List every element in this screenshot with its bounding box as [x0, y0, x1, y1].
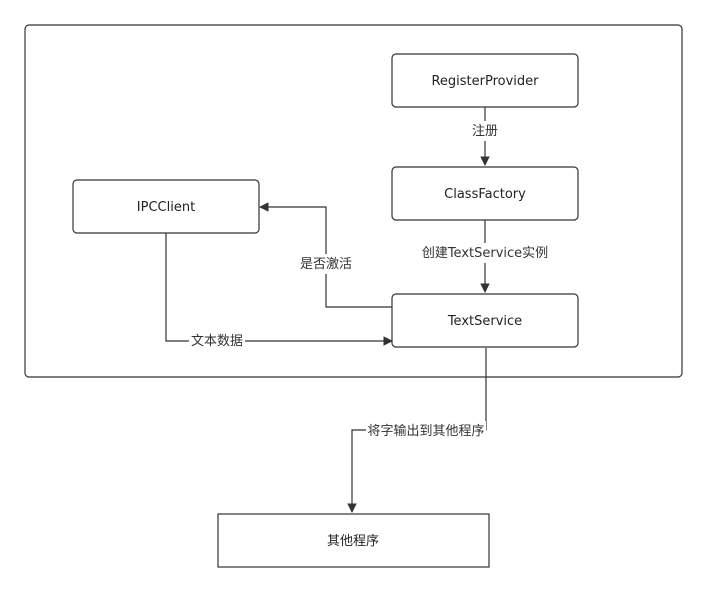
node-ipc-client[interactable]: IPCClient [72, 179, 260, 234]
edge-label-register: 注册 [472, 124, 498, 139]
edge-text-data: 文本数据 [165, 233, 393, 350]
node-text-service[interactable]: TextService [391, 293, 579, 348]
edge-output-chars: 将字输出到其他程序 [347, 348, 487, 513]
system-boundary [24, 24, 683, 378]
node-other-programs[interactable]: 其他程序 [217, 513, 490, 568]
node-class-factory[interactable]: ClassFactory [391, 166, 579, 221]
edge-label-create-instance: 创建TextService实例 [422, 246, 548, 261]
node-label-class-factory: ClassFactory [444, 187, 526, 202]
node-label-text-service: TextService [447, 314, 522, 329]
node-label-register-provider: RegisterProvider [431, 74, 539, 89]
node-label-other-programs: 其他程序 [327, 534, 379, 549]
edge-is-activated: 是否激活 [259, 202, 392, 308]
edge-label-is-activated: 是否激活 [300, 257, 352, 272]
node-label-ipc-client: IPCClient [137, 200, 195, 215]
edge-register: 注册 [466, 106, 504, 166]
edge-label-output-chars: 将字输出到其他程序 [367, 423, 484, 439]
node-register-provider[interactable]: RegisterProvider [391, 53, 579, 108]
edge-create-instance: 创建TextService实例 [422, 220, 548, 293]
edge-label-text-data: 文本数据 [191, 334, 243, 349]
